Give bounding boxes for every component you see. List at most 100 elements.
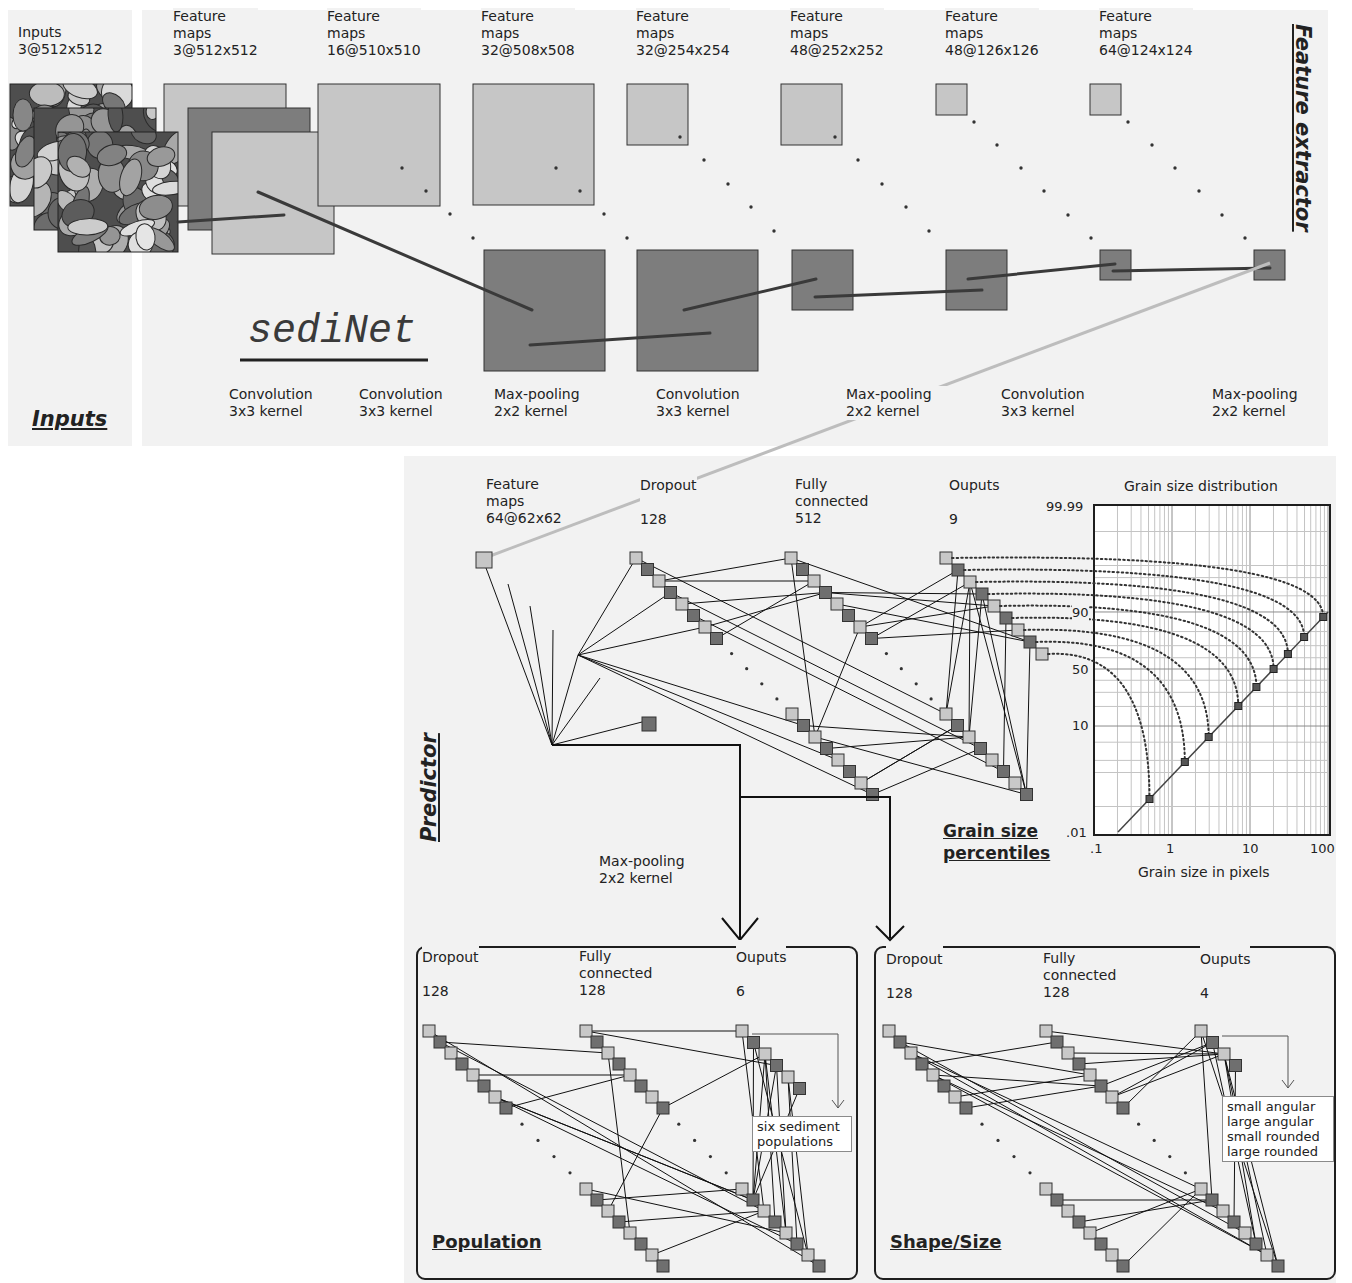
distribution-chart [1117,505,1118,835]
neuron-unit [1036,648,1048,660]
layer-caption: Dropout 128 [640,468,697,536]
continuation-dot [775,697,778,700]
neuron-unit [1195,1025,1207,1037]
feature-map [792,250,853,310]
neuron-unit [591,1036,603,1048]
neuron-unit [940,552,952,564]
neuron-unit [1021,789,1033,801]
neuron-unit [635,1238,647,1250]
neuron-unit [434,1036,446,1048]
text-slot: Inputs 3@512x512 [18,24,103,58]
distribution-chart [1094,772,1330,773]
leader-line [752,1034,838,1108]
label-slot: Grain size percentiles [943,820,1061,864]
feature-map [1254,250,1285,280]
label-slot: Max-pooling 2x2 kernel [599,853,711,887]
distribution-chart [1131,505,1132,835]
neuron-unit [894,1036,906,1048]
distribution-chart [1094,631,1330,632]
continuation-dot [856,158,859,161]
sediment-photo [144,108,156,121]
leader-line [1282,1080,1294,1088]
branch-arrow [876,926,904,940]
percentile-marker [1284,651,1291,658]
label-slot: 10 [1072,717,1089,734]
percentile-curve [1036,642,1185,762]
label-slot: Grain size distribution [1124,478,1278,495]
layer-caption: Convolution 3x3 kernel [1001,386,1113,420]
continuation-dot [749,205,752,208]
distribution-chart [1195,505,1196,835]
layer-caption: Convolution 3x3 kernel [359,386,471,420]
text-slot: Shape/Size [890,1230,1001,1254]
neuron-unit [1272,1260,1284,1272]
distribution-chart [1246,505,1247,835]
model-name: sediNet [248,312,416,352]
continuation-dot [424,189,427,192]
distribution-chart [1094,692,1330,693]
neuron-unit [782,1071,794,1083]
flow-line [178,215,284,222]
neuron-link [586,1031,742,1032]
distribution-chart [1237,505,1238,835]
neuron-link [815,737,1027,795]
neuron-link [1027,642,1031,795]
percentile-curve [1048,654,1150,799]
distribution-chart [1218,505,1219,835]
distribution-chart [1328,505,1329,835]
neuron-link [860,570,958,627]
neuron-unit [797,564,809,576]
continuation-dot [745,667,748,670]
neuron-link [1201,1031,1212,1200]
branch-arrow [740,797,890,938]
text-slot: Feature extractor [1316,24,1352,50]
label-slot: Ouputs 4 [1200,942,1250,1010]
axis-tick: 99.99 [1046,498,1083,515]
name-underline [240,359,428,362]
flow-line [968,264,1115,279]
percentile-curve [964,570,1304,637]
neuron-unit [1261,1249,1273,1261]
neuron-unit [711,633,723,645]
neuron-unit [1206,1194,1218,1206]
neuron-unit [657,1102,669,1114]
neuron-unit [769,1216,781,1228]
percentile-curve [952,557,1323,617]
continuation-dot [995,143,998,146]
feature-map [164,84,1285,371]
neuron-unit [736,1183,825,1272]
feature-map [1090,84,1121,115]
neuron-link [440,1042,608,1053]
neuron-link [1079,1054,1224,1064]
sediment-photo [127,132,159,148]
neuron-unit [653,575,665,587]
sediment-photo [13,99,33,131]
neuron-unit [1250,1238,1262,1250]
sediment-photo [145,144,177,170]
neuron-link [969,594,982,737]
sediment-photo [152,179,178,197]
sediment-photo [107,108,124,132]
distribution-chart [1094,669,1330,670]
distribution-chart [1287,505,1288,835]
neuron-link [619,1211,764,1222]
continuation-dot [725,1171,728,1174]
neuron-unit [758,1205,770,1217]
label-slot: Dropout 128 [640,468,697,536]
continuation-dot [471,236,474,239]
neuron-unit [1000,612,1012,624]
continuation-dot [833,135,836,138]
predictor-square [476,552,492,568]
axis-title: Grain size in pixels [1138,864,1270,881]
distribution-chart [1159,505,1160,835]
distribution-chart [1094,726,1330,727]
neuron-unit [844,766,856,778]
fan-line [578,627,705,655]
neuron-unit [467,1069,479,1081]
head-title: Population [432,1230,542,1254]
sediment-photo [34,152,57,193]
distribution-chart [1232,505,1233,835]
neuron-unit [630,552,642,564]
sediment-photo [95,141,130,169]
generated-art [0,72,1330,1272]
